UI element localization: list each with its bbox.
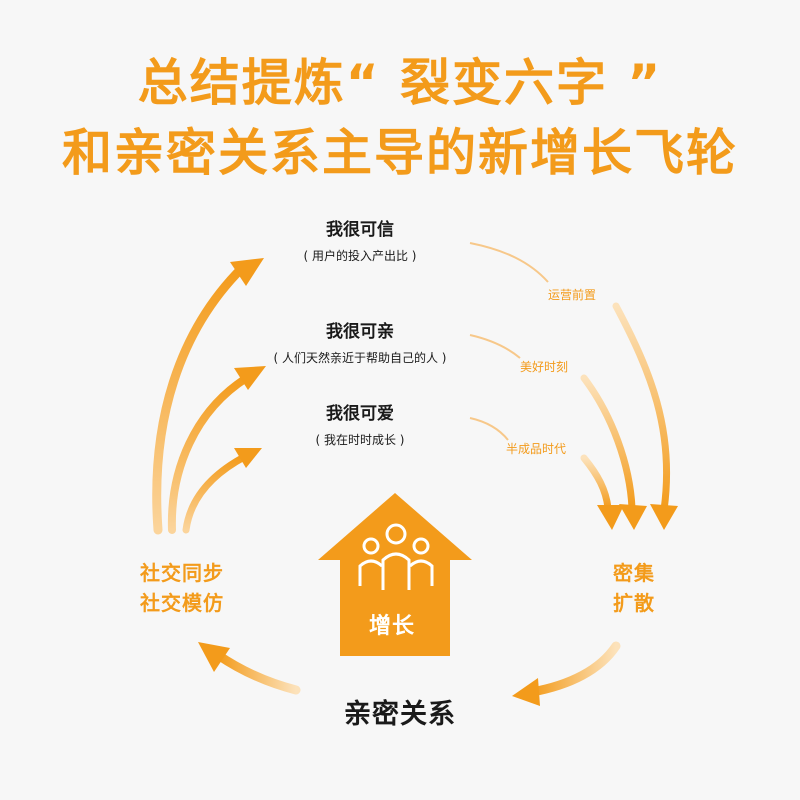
bottom-label: 亲密关系	[344, 699, 456, 730]
right-arrow-outer-head	[650, 504, 678, 530]
level-title: 我很可信	[326, 220, 394, 240]
left-label: 社交同步 社交模仿	[112, 558, 252, 618]
left-arrow-outer	[152, 263, 247, 535]
bottom-right-arrow	[527, 641, 621, 697]
left-arrow-inner	[182, 452, 250, 534]
people-group-icon	[358, 523, 434, 590]
right-arrow-outer	[612, 302, 671, 514]
right-arrow-middle-head	[619, 504, 647, 530]
left-arrow-inner-head	[234, 448, 262, 468]
right-connectors	[469, 242, 549, 441]
left-arrow-outer-head	[230, 258, 264, 286]
bottom-left-arrow-head	[198, 642, 230, 672]
side-label-moments: 美好时刻	[520, 360, 569, 374]
left-label-line-1: 社交同步	[140, 561, 224, 585]
right-arrow-inner-head	[597, 505, 624, 530]
level-approachable: 我很可亲 ( 人们天然亲近于帮助自己的人 )	[250, 322, 470, 366]
right-label-line-2: 扩散	[613, 591, 655, 615]
level-trustworthy: 我很可信 ( 用户的投入产出比 )	[250, 220, 470, 264]
title-line-1: 总结提炼“ 裂变六字 ”	[137, 54, 663, 112]
right-label: 密集 扩散	[592, 558, 676, 618]
right-label-line-1: 密集	[613, 561, 655, 585]
level-lovable: 我很可爱 ( 我在时时成长 )	[250, 404, 470, 448]
left-arrows	[152, 258, 266, 535]
left-arrow-middle	[167, 373, 252, 534]
left-label-line-2: 社交模仿	[140, 591, 224, 615]
level-subtitle: ( 用户的投入产出比 )	[303, 249, 417, 263]
level-title: 我很可亲	[326, 322, 394, 342]
house-label: 增长	[368, 614, 415, 639]
side-label-operations: 运营前置	[548, 288, 597, 302]
bottom-left-arrow	[213, 650, 301, 695]
level-title: 我很可爱	[326, 404, 394, 424]
level-subtitle: ( 我在时时成长 )	[315, 433, 405, 447]
left-arrow-middle-head	[234, 366, 266, 390]
right-arrows	[580, 302, 678, 530]
bottom-right-arrow-head	[512, 678, 540, 706]
level-subtitle: ( 人们天然亲近于帮助自己的人 )	[273, 351, 447, 365]
house-icon	[318, 493, 472, 656]
side-label-semifinished: 半成品时代	[506, 442, 567, 456]
right-arrow-middle	[580, 374, 636, 512]
bottom-arrows	[198, 641, 621, 706]
title-line-2: 和亲密关系主导的新增长飞轮	[62, 124, 738, 182]
right-arrow-inner	[580, 454, 612, 512]
